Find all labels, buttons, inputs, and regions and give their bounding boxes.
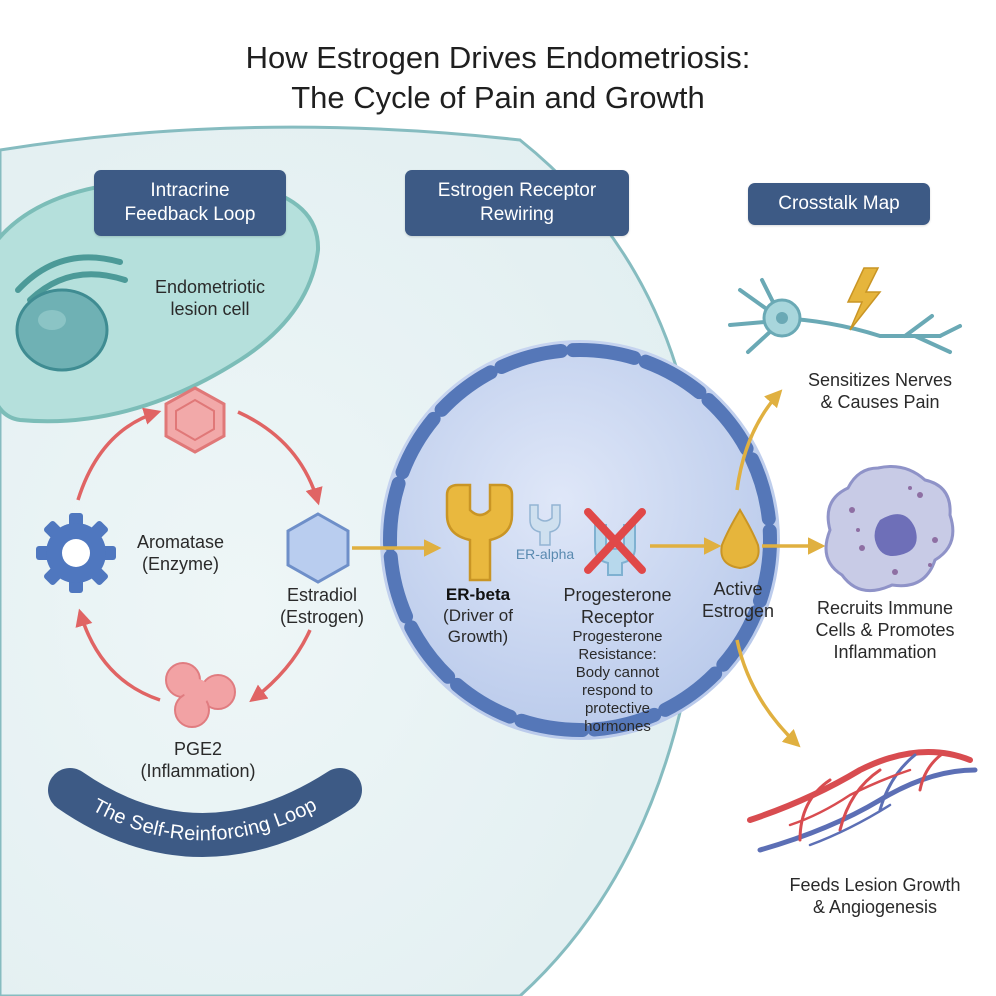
- estradiol-hexagon-icon: [286, 512, 350, 584]
- nerves-effect-label: Sensitizes Nerves& Causes Pain: [807, 370, 953, 412]
- header-crosstalk: Crosstalk Map: [748, 183, 930, 225]
- er-alpha-receptor-icon: [529, 504, 561, 546]
- blood-vessel-icon: [747, 749, 978, 853]
- immune-effect-label: Recruits Immune Cells & Promotes Inflamm…: [815, 598, 955, 662]
- lightning-icon: [846, 267, 882, 331]
- pge2-molecule-icon: [165, 662, 236, 728]
- gear-icon: [36, 513, 116, 593]
- crosstalk-arrows: [735, 389, 826, 748]
- page-subtitle: The Cycle of Pain and Growth: [291, 80, 705, 115]
- er-beta-label: ER-beta (Driver of Growth): [443, 585, 513, 646]
- progesterone-resistance-note: Progesterone Resistance: Body cannot res…: [572, 628, 663, 735]
- page-title: How Estrogen Drives Endometriosis:: [245, 40, 751, 75]
- hexagon-icon: [164, 386, 226, 454]
- pge2-label: PGE2(Inflammation): [140, 739, 256, 781]
- droplet-icon: [720, 508, 760, 570]
- estradiol-label: Estradiol(Estrogen): [279, 585, 365, 627]
- er-alpha-label: ER-alpha: [515, 546, 575, 562]
- er-beta-receptor-icon: [445, 483, 514, 582]
- nucleus-icon: [380, 340, 780, 740]
- self-reinforcing-banner: [48, 768, 362, 857]
- aromatase-label: Aromatase(Enzyme): [136, 532, 225, 574]
- feedback-loop-arrows: [75, 407, 323, 703]
- x-mark-icon: [584, 508, 646, 574]
- growth-effect-label: Feeds Lesion Growth& Angiogenesis: [789, 875, 961, 917]
- immune-cell-icon: [824, 465, 955, 593]
